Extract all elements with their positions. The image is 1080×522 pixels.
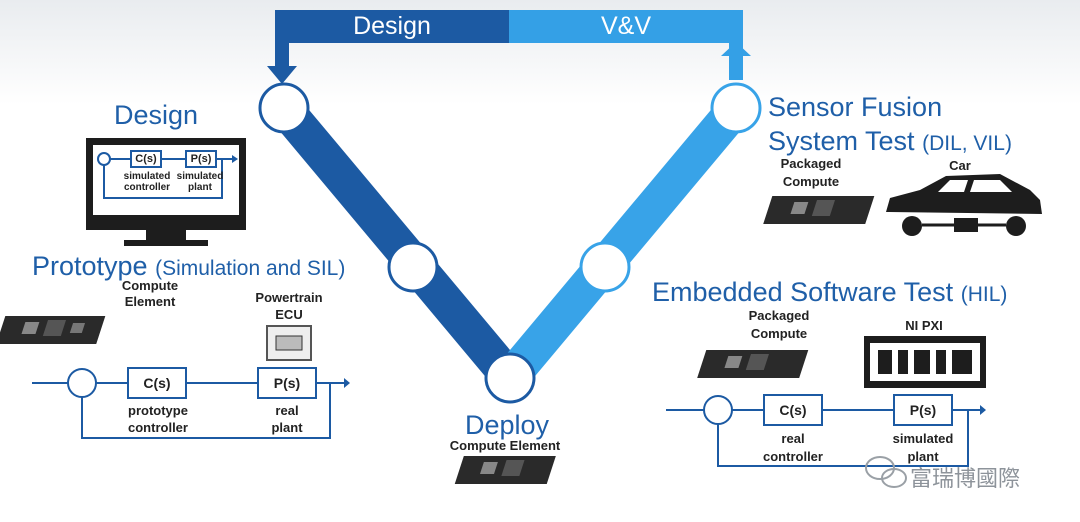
deploy-title: Deploy bbox=[465, 410, 550, 440]
embedded-controller-block: C(s) bbox=[779, 402, 807, 418]
embedded-title-suffix: (HIL) bbox=[960, 283, 1008, 306]
vv-band bbox=[509, 10, 743, 43]
node-deploy bbox=[484, 352, 536, 404]
sensor-fusion-compute-label: Packaged Compute bbox=[780, 156, 842, 189]
node-design bbox=[258, 82, 310, 134]
prototype-plant-block: P(s) bbox=[273, 375, 301, 391]
design-band bbox=[275, 10, 509, 43]
monitor-icon bbox=[86, 138, 246, 246]
embedded-title-main: Embedded Software Test bbox=[652, 277, 954, 307]
sensor-fusion-title-line2: System Test (DIL, VIL) bbox=[768, 126, 1012, 157]
embedded-plant-label: simulated plant bbox=[892, 431, 954, 464]
prototype-plant-label: real plant bbox=[271, 403, 303, 435]
node-prototype bbox=[387, 241, 439, 293]
embedded-plant-block: P(s) bbox=[909, 402, 937, 418]
v-right-leg bbox=[492, 90, 754, 396]
prototype-title-main: Prototype bbox=[32, 251, 148, 281]
embedded-title: Embedded Software Test (HIL) bbox=[652, 277, 1007, 308]
embedded-compute-label: Packaged Compute bbox=[748, 308, 810, 341]
packaged-compute-icon-2 bbox=[697, 350, 809, 378]
design-plant-label: simulated plant bbox=[176, 171, 224, 193]
design-controller-block: C(s) bbox=[135, 153, 157, 165]
design-controller-label: simulated controller bbox=[123, 171, 171, 193]
design-title: Design bbox=[114, 100, 199, 130]
prototype-compute-label: Compute Element bbox=[121, 278, 179, 309]
ni-pxi-icon bbox=[864, 336, 986, 388]
vv-up-arrow bbox=[721, 42, 751, 56]
prototype-title: Prototype (Simulation and SIL) bbox=[32, 251, 345, 282]
deploy-subtitle: Compute Element bbox=[449, 438, 561, 453]
design-plant-block: P(s) bbox=[190, 153, 212, 165]
sensor-fusion-title-line1: Sensor Fusion bbox=[768, 92, 943, 122]
wechat-icon bbox=[865, 456, 907, 488]
design-band-label: Design bbox=[353, 12, 431, 40]
prototype-controller-block: C(s) bbox=[143, 375, 171, 391]
sensor-fusion-title-suffix: (DIL, VIL) bbox=[922, 132, 1012, 155]
ni-pxi-label: NI PXI bbox=[905, 318, 943, 333]
embedded-controller-label: real controller bbox=[763, 431, 823, 464]
v-left-leg bbox=[266, 90, 528, 396]
design-down-arrow bbox=[267, 66, 297, 84]
deploy-board-icon bbox=[454, 456, 556, 484]
prototype-ecu-label: Powertrain ECU bbox=[255, 290, 323, 322]
compute-board-icon bbox=[0, 316, 106, 344]
prototype-controller-label: prototype controller bbox=[128, 403, 188, 435]
prototype-title-suffix: (Simulation and SIL) bbox=[155, 257, 346, 280]
sensor-fusion-title-main: System Test bbox=[768, 126, 915, 156]
prototype-loop bbox=[32, 367, 344, 439]
packaged-compute-icon bbox=[763, 196, 875, 224]
vv-band-label: V&V bbox=[600, 12, 652, 40]
node-embedded bbox=[579, 241, 631, 293]
node-sensor-fusion bbox=[710, 82, 762, 134]
design-loop bbox=[97, 150, 232, 199]
embedded-loop bbox=[666, 394, 980, 467]
car-icon bbox=[886, 174, 1042, 236]
ecu-icon bbox=[266, 325, 312, 361]
watermark-text: 富瑞博國際 bbox=[910, 466, 1021, 491]
car-label: Car bbox=[949, 158, 971, 173]
design-down-stem bbox=[275, 10, 289, 68]
